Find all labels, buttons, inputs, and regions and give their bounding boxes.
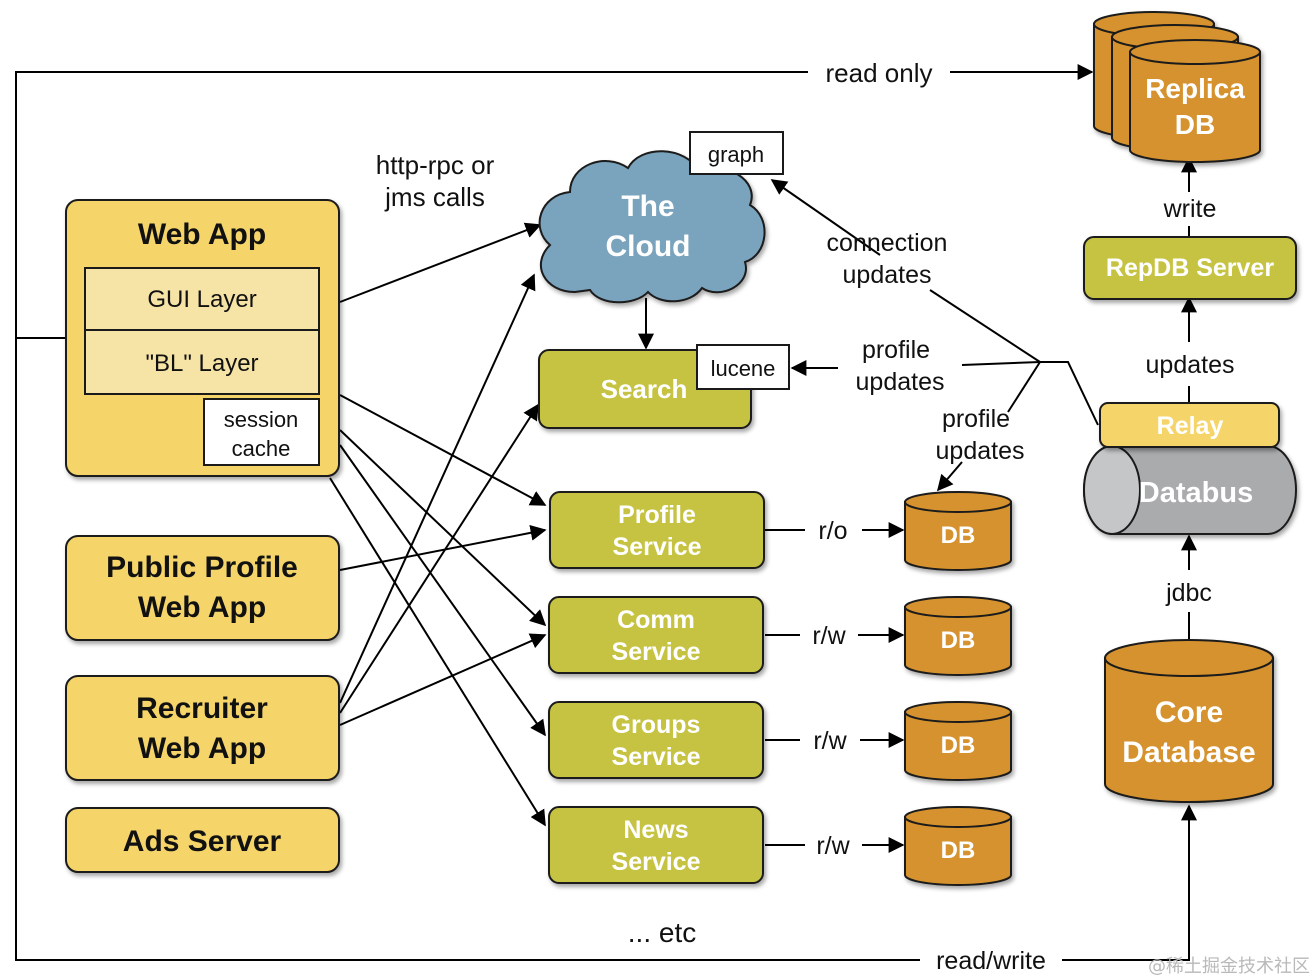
profile-db-label: DB [941,522,976,549]
repdb-server-node: RepDB Server [1083,236,1297,300]
news-service-node: News Service [548,806,764,884]
graph-tag-label: graph [708,142,764,167]
cloud-label-1: The [621,190,674,223]
comm-service-label-2: Service [612,638,701,666]
web-app-node: Web App GUI Layer "BL" Layer session cac… [65,199,340,477]
bl-layer-label: "BL" Layer [145,350,258,377]
read-write-arrow [1062,804,1197,961]
search-label: Search [601,374,688,404]
cloud-label-2: Cloud [606,230,691,263]
write-label: write [1163,195,1217,223]
session-cache-box [203,398,320,466]
core-database-node: Core Database [1104,639,1274,803]
profile-updates-line [961,361,1041,366]
replica-db-label-2: DB [1175,109,1215,140]
groups-service-label-2: Service [612,743,701,771]
core-database-label-1: Core [1155,696,1223,729]
databus-node: Databus [1083,445,1297,535]
session-cache-label-2: cache [232,436,291,461]
recruiter-to-search-edge [339,403,539,714]
comm-service-label-1: Comm [617,606,695,634]
gui-layer-box [84,267,320,331]
read-write-label: read/write [936,947,1046,975]
recruiter-label-2: Web App [138,732,266,765]
search-node: Search lucene [538,344,790,429]
profile-service-label-1: Profile [618,501,696,529]
profile-updates-db-label-2: updates [936,437,1025,465]
news-service-label-1: News [623,816,688,844]
core-database-label-2: Database [1122,736,1255,769]
databus-label: Databus [1139,477,1253,509]
profile-updates-db-label-1: profile [942,405,1010,433]
groups-service-label-1: Groups [612,711,701,739]
recruiter-to-cloud-edge [339,273,536,704]
webapp-to-cloud-edge [339,222,542,303]
groups-db-label: DB [941,732,976,759]
bl-layer-box [84,329,320,395]
r-w-groups-label: r/w [813,727,847,755]
profile-updates-db-line [1007,361,1041,413]
lucene-tag-label: lucene [711,356,776,381]
connection-updates-arrow [770,179,881,256]
read-only-line [15,71,808,339]
profile-service-label-2: Service [613,533,702,561]
recruiter-to-comm-edge [339,633,547,726]
web-app-title: Web App [138,218,266,251]
public-profile-node: Public Profile Web App [65,535,340,641]
groups-service-node: Groups Service [548,701,764,779]
groups-db-node: DB [904,701,1012,781]
public-profile-label-2: Web App [138,591,266,624]
profile-updates-search-label-1: profile [862,336,930,364]
public-profile-label-1: Public Profile [106,551,298,584]
http-rpc-label-2: jms calls [384,182,485,212]
ads-server-node: Ads Server [65,807,340,873]
connectors [15,64,1197,961]
news-service-label-2: Service [612,848,701,876]
r-o-label: r/o [818,517,847,545]
profile-updates-search-label-2: updates [856,368,945,396]
webapp-to-comm-edge [339,429,547,627]
repdb-server-label: RepDB Server [1106,254,1274,282]
news-db-node: DB [904,806,1012,886]
connection-updates-label-2: updates [843,261,932,289]
relay-node: Relay [1099,402,1280,448]
watermark-text: @稀土掘金技术社区 [1148,956,1310,977]
comm-db-label: DB [941,627,976,654]
comm-db-node: DB [904,596,1012,676]
connection-updates-label-1: connection [827,229,948,257]
recruiter-label-1: Recruiter [136,692,268,725]
lucene-tag-box [696,344,790,390]
public-profile-to-profile-edge [339,524,547,571]
recruiter-node: Recruiter Web App [65,675,340,781]
updates-label: updates [1146,351,1235,379]
webapp-to-profile-edge [339,394,547,506]
edge-labels: read only http-rpc or jms calls connecti… [376,58,1235,975]
ads-server-label: Ads Server [123,825,282,858]
relay-label: Relay [1157,412,1224,440]
session-cache-label-1: session [224,407,299,432]
http-rpc-label-1: http-rpc or [376,150,495,180]
comm-service-node: Comm Service [548,596,764,674]
webapp-to-groups-edge [339,444,546,737]
etc-label: ... etc [628,917,696,948]
r-w-comm-label: r/w [812,622,846,650]
profile-updates-db-arrow [936,461,963,492]
databus-fanout-line [929,289,1099,426]
gui-layer-label: GUI Layer [147,286,256,313]
jdbc-label: jdbc [1165,579,1212,607]
webapp-to-news-edge [329,477,546,827]
replica-db-label-1: Replica [1145,73,1245,104]
graph-tag-box [689,131,784,175]
r-w-news-label: r/w [816,832,850,860]
profile-db-node: DB [904,491,1012,571]
news-db-label: DB [941,837,976,864]
cloud-node: The Cloud graph [538,131,784,304]
read-only-label: read only [826,58,933,88]
replica-db-node: Replica DB [1093,11,1261,163]
read-write-line [15,338,920,961]
profile-service-node: Profile Service [549,491,765,569]
